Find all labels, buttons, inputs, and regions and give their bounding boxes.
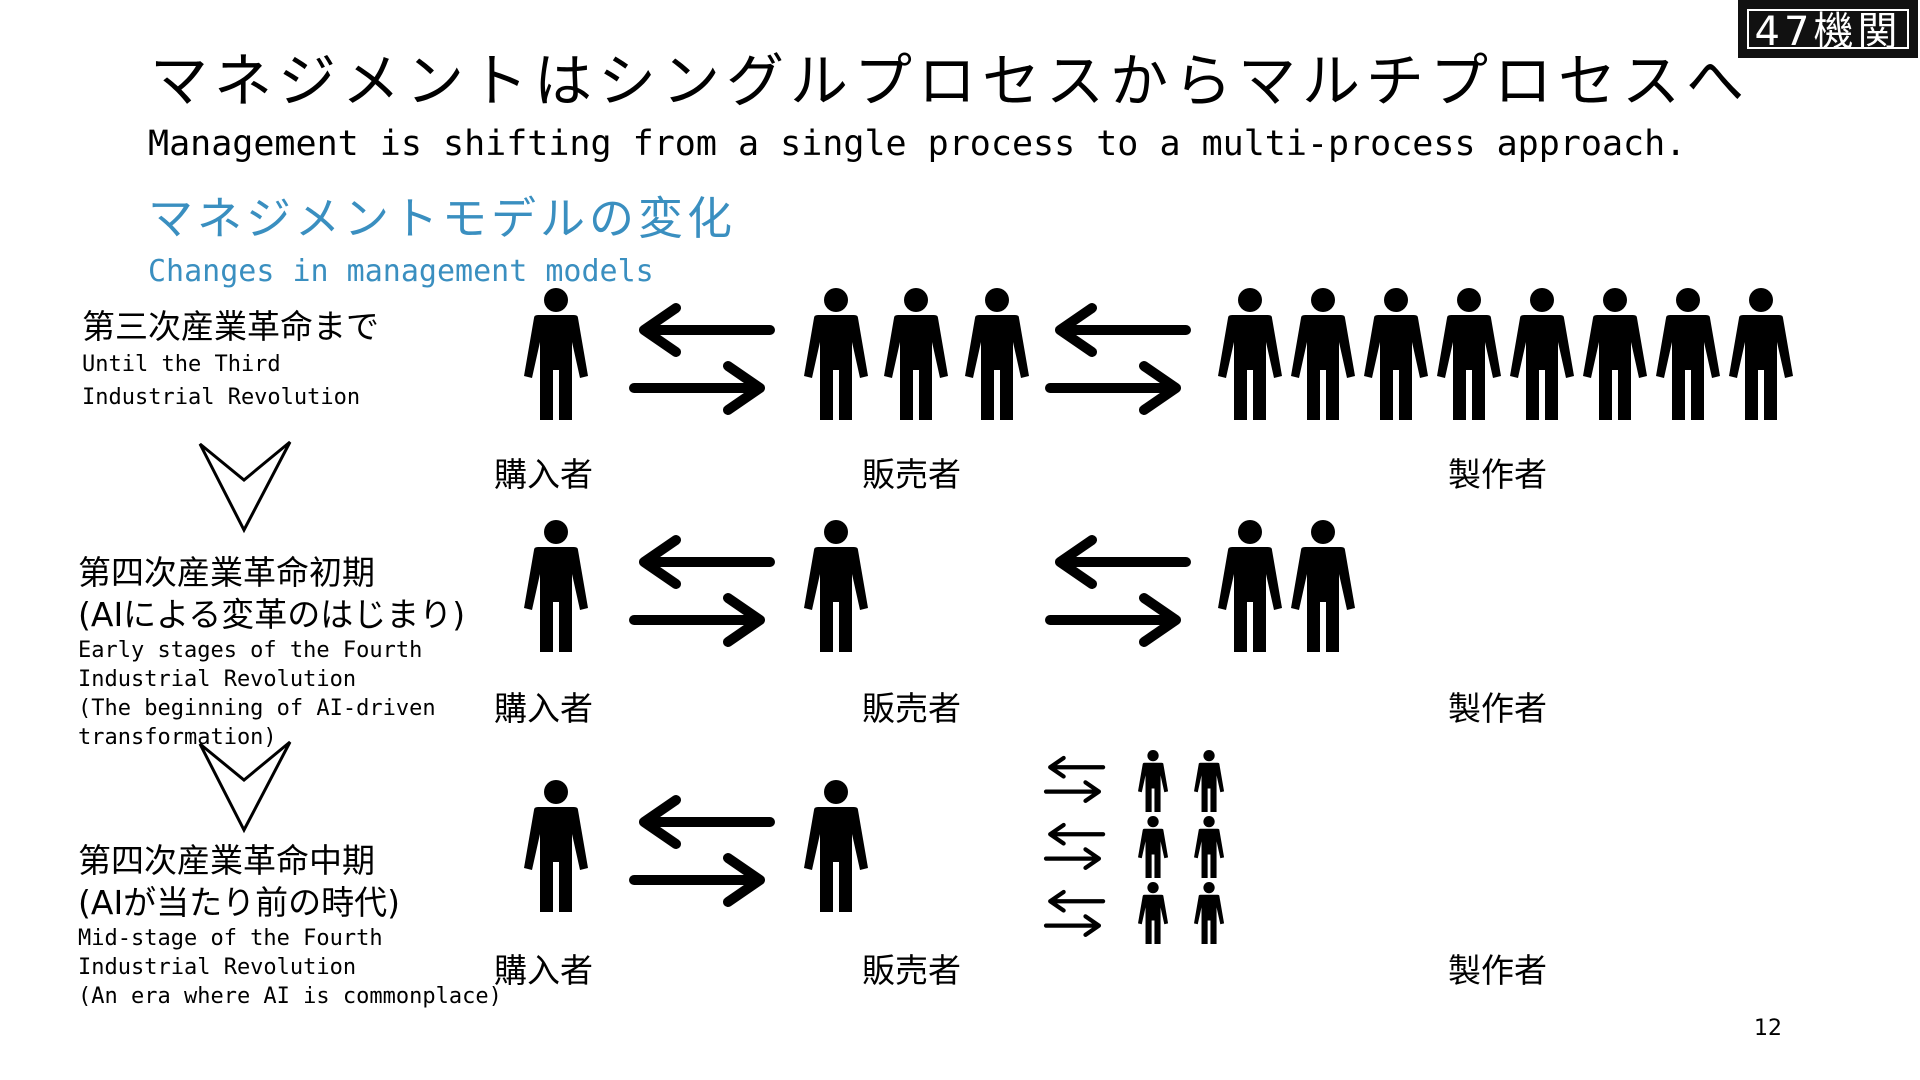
stage-1-jp-line-1: 第三次産業革命まで (82, 307, 379, 346)
maker-person-icon (1291, 288, 1355, 420)
exchange-arrows-icon (634, 308, 770, 410)
maker-person-icon (1583, 288, 1647, 420)
stage-3-en-line-2: Industrial Revolution (78, 955, 357, 980)
stage-3-role-buyer: 購入者 (494, 951, 593, 990)
down-chevron-icon (198, 740, 292, 832)
small-maker-person-icon (1194, 750, 1225, 813)
maker-person-icon (1364, 288, 1428, 420)
exchange-arrows-icon (1050, 540, 1186, 642)
stage-3-en-line-3: (An era where AI is commonplace) (78, 984, 502, 1009)
seller-person-icon (804, 288, 868, 420)
small-maker-person-icon (1138, 750, 1169, 813)
stage-2-en-line-4: transformation) (78, 725, 277, 750)
stage-2-en-line-3: (The beginning of AI-driven (78, 696, 436, 721)
stage-1-en-line-2: Industrial Revolution (82, 385, 361, 410)
stage-3-label: 第四次産業革命中期 (AIが当たり前の時代) Mid-stage of the … (78, 840, 502, 1011)
section-heading-jp: マネジメントモデルの変化 (148, 192, 737, 245)
small-maker-person-icon (1194, 882, 1225, 945)
stage-1-role-buyer: 購入者 (494, 455, 593, 494)
stage-2-role-maker: 製作者 (1448, 689, 1547, 728)
maker-person-icon (1218, 520, 1282, 652)
buyer-person-icon (524, 780, 588, 912)
buyer-person-icon (524, 520, 588, 652)
seller-person-icon (884, 288, 948, 420)
exchange-arrows-icon (634, 800, 770, 902)
small-maker-person-icon (1138, 816, 1169, 879)
page-number: 12 (1754, 1016, 1782, 1041)
page-title: マネジメントはシングルプロセスからマルチプロセスへ (150, 47, 1751, 115)
stage-2-role-buyer: 購入者 (494, 689, 593, 728)
stage-2-label: 第四次産業革命初期 (AIによる変革のはじまり) Early stages of… (78, 552, 465, 752)
logo: 47機関 (1738, 0, 1918, 58)
stage-3-role-seller: 販売者 (862, 951, 961, 990)
logo-text: 47機関 (1754, 9, 1902, 55)
stage-1-role-seller: 販売者 (862, 455, 961, 494)
stage-1-label: 第三次産業革命まで Until the Third Industrial Rev… (82, 306, 379, 412)
stage-2-jp-line-1: 第四次産業革命初期 (78, 553, 375, 592)
exchange-arrows-icon (634, 540, 770, 642)
maker-person-icon (1656, 288, 1720, 420)
seller-person-icon (804, 780, 868, 912)
small-exchange-arrows-icon (1046, 892, 1103, 935)
page-subtitle: Management is shifting from a single pro… (148, 124, 1687, 164)
small-maker-person-icon (1194, 816, 1225, 879)
stage-2-role-seller: 販売者 (862, 689, 961, 728)
seller-person-icon (804, 520, 868, 652)
stage-2-en-line-1: Early stages of the Fourth (78, 638, 423, 663)
exchange-arrows-icon (1050, 308, 1186, 410)
section-heading-en: Changes in management models (148, 254, 654, 289)
stage-1-role-maker: 製作者 (1448, 455, 1547, 494)
buyer-person-icon (524, 288, 588, 420)
seller-person-icon (965, 288, 1029, 420)
stage-2-jp-line-2: (AIによる変革のはじまり) (78, 595, 466, 634)
down-chevron-icon (198, 440, 292, 532)
logo-border (1747, 9, 1909, 49)
stage-2-en-line-2: Industrial Revolution (78, 667, 357, 692)
stage-3-role-maker: 製作者 (1448, 951, 1547, 990)
small-exchange-arrows-icon (1046, 758, 1103, 801)
maker-person-icon (1218, 288, 1282, 420)
stage-1-en-line-1: Until the Third (82, 352, 281, 377)
small-exchange-arrows-icon (1046, 825, 1103, 868)
stage-3-jp-line-1: 第四次産業革命中期 (78, 841, 375, 880)
maker-person-icon (1510, 288, 1574, 420)
maker-person-icon (1729, 288, 1793, 420)
maker-person-icon (1437, 288, 1501, 420)
stage-3-jp-line-2: (AIが当たり前の時代) (78, 883, 401, 922)
maker-person-icon (1291, 520, 1355, 652)
small-maker-person-icon (1138, 882, 1169, 945)
stage-3-en-line-1: Mid-stage of the Fourth (78, 926, 383, 951)
